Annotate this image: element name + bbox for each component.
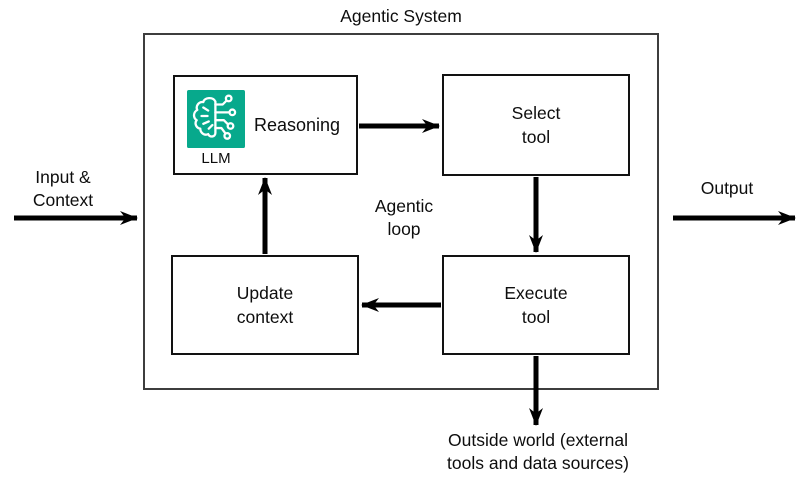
agentic-loop-label: Agentic loop — [374, 196, 434, 239]
agentic-system-boundary — [143, 33, 659, 390]
circuit-node-1 — [224, 94, 233, 103]
brain-folds — [200, 106, 214, 130]
node-select-tool: Select tool — [442, 74, 630, 176]
llm-icon-caption: LLM — [201, 150, 231, 167]
circuit-trace-4 — [214, 126, 227, 135]
node-update-context: Update context — [171, 255, 359, 355]
node-execute-tool-label: Execute tool — [504, 283, 568, 327]
circuit-trace-1 — [214, 99, 228, 106]
node-update-context-label: Update context — [236, 283, 294, 327]
circuit-node-2 — [228, 108, 237, 117]
input-context-label: Input & Context — [32, 167, 94, 210]
brain-circuit-icon — [187, 90, 245, 148]
node-reasoning-label: Reasoning — [254, 115, 341, 135]
diagram-title: Agentic System — [340, 6, 462, 26]
node-reasoning: LLM Reasoning — [173, 75, 358, 175]
circuit-node-4 — [223, 131, 232, 140]
node-execute-tool: Execute tool — [442, 255, 630, 355]
outside-world-label: Outside world (external tools and data s… — [447, 430, 629, 473]
brain-outline — [192, 97, 217, 138]
circuit-trace-3 — [214, 119, 229, 125]
output-label: Output — [700, 178, 754, 198]
llm-icon-group: LLM — [187, 90, 245, 168]
node-select-tool-label: Select tool — [511, 103, 561, 147]
circuit-node-3 — [226, 122, 235, 130]
